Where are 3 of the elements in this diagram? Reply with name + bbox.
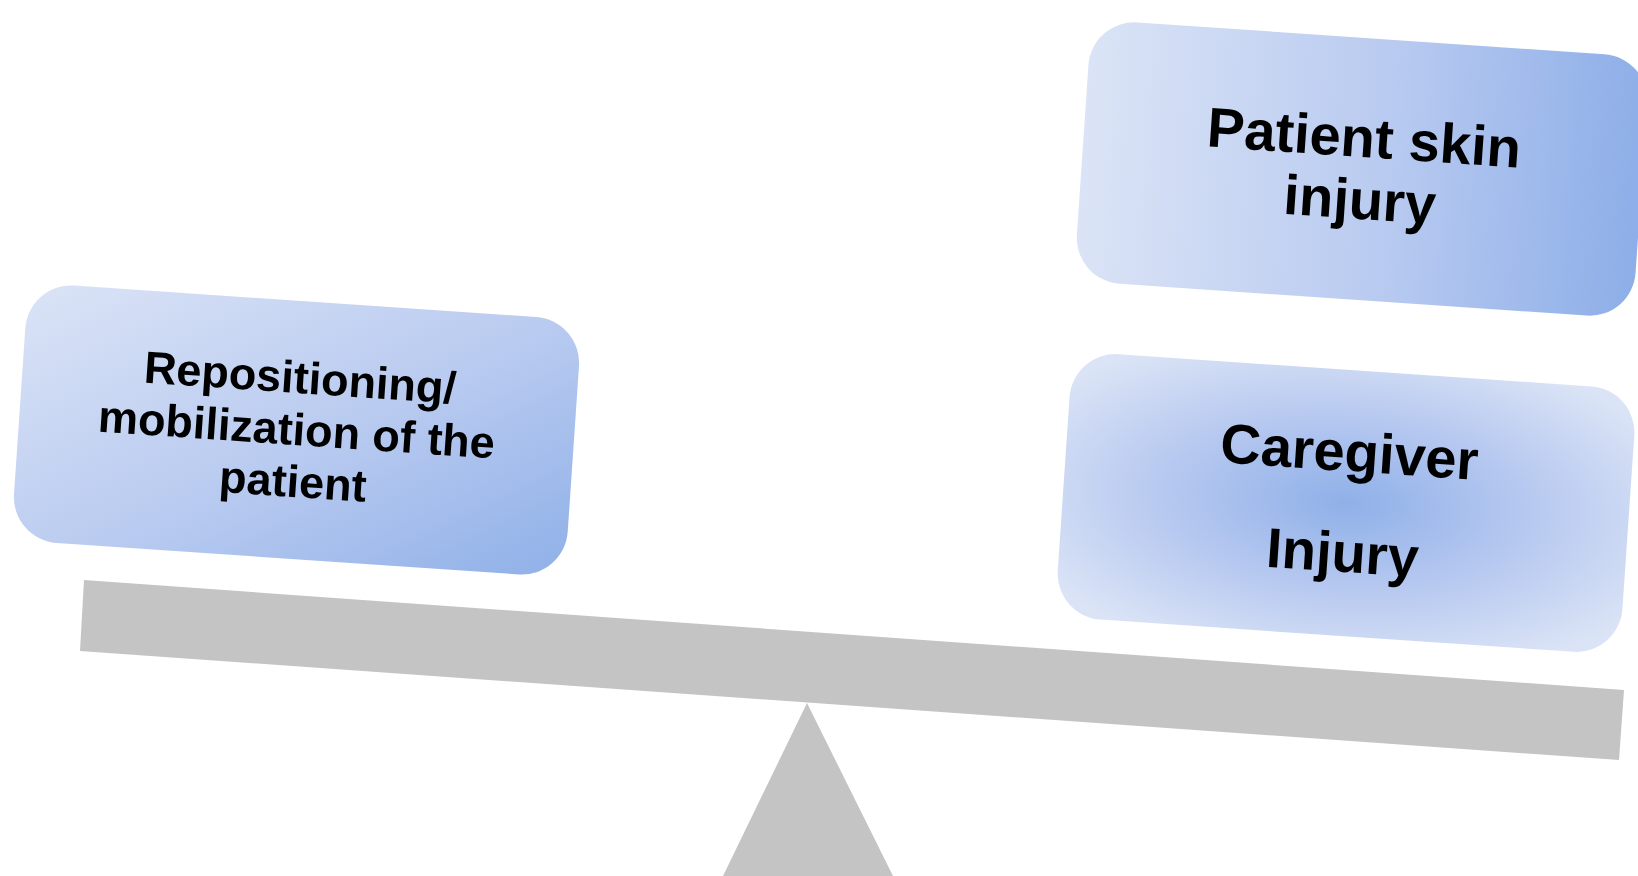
box-label: Patient skin injury xyxy=(1204,94,1525,239)
box-label: Repositioning/ mobilization of the patient xyxy=(95,340,498,514)
box-label: Caregiver Injury xyxy=(1217,410,1482,591)
